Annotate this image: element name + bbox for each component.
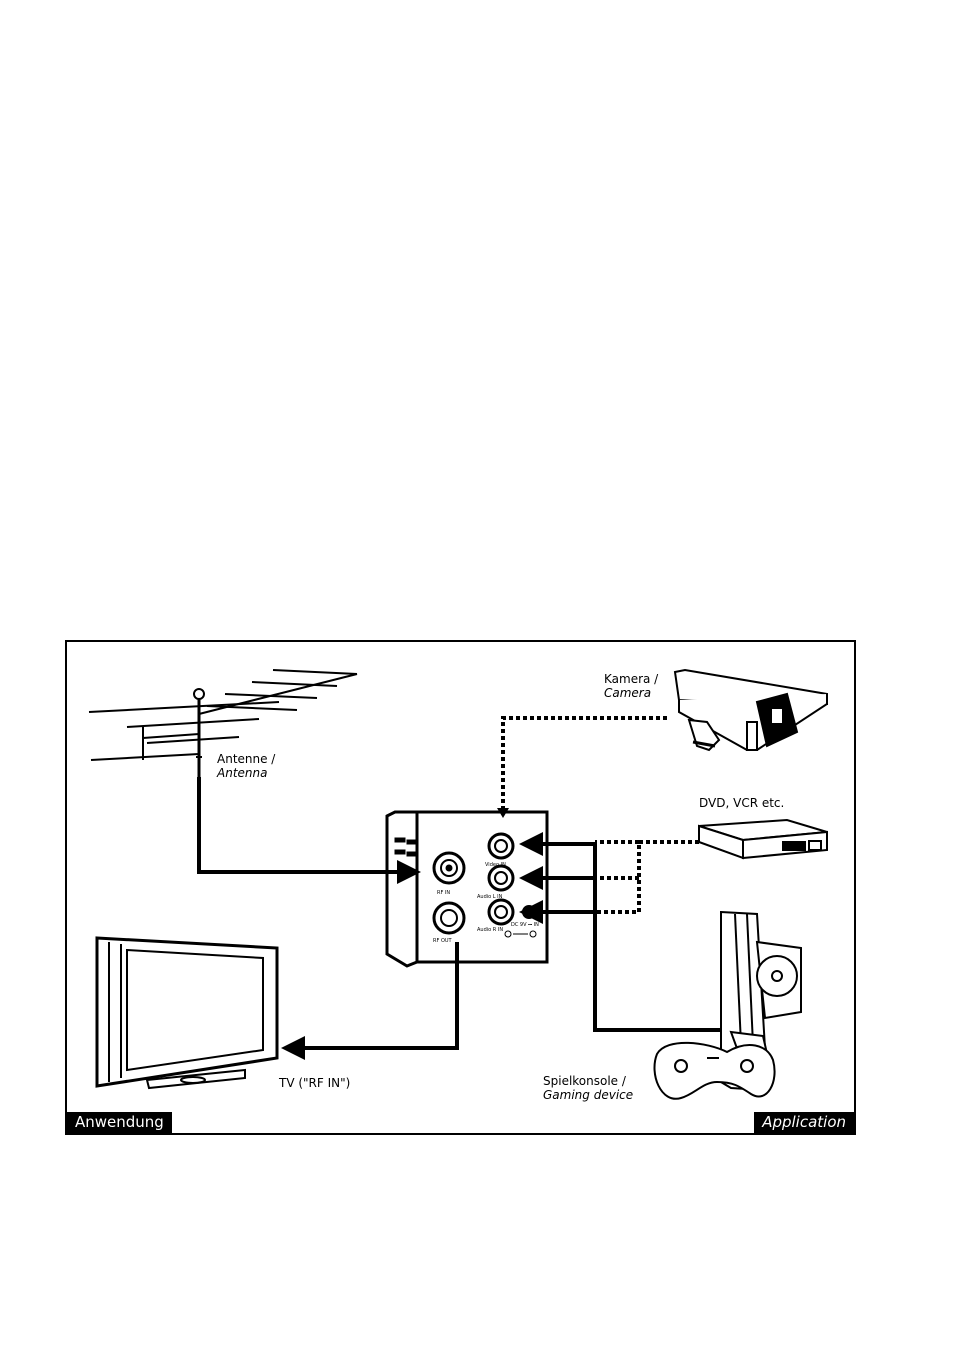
dvd-label-text: DVD, VCR etc.: [699, 796, 785, 810]
cable-antenna-to-rf-in: [197, 777, 421, 884]
footer-tag-anwendung: Anwendung: [67, 1112, 172, 1133]
modulator-box-icon: [385, 810, 549, 968]
dvd-label: DVD, VCR etc.: [699, 796, 784, 810]
dvd-player-icon: [698, 818, 828, 860]
antenna-label: Antenne / Antenna: [217, 752, 275, 780]
camera-icon: [673, 668, 828, 752]
cable-camera-to-video-in: [501, 716, 667, 808]
antenna-label-de: Antenne /: [217, 752, 276, 766]
camera-label-en: Camera: [604, 686, 652, 700]
tv-icon: [95, 936, 279, 1090]
diagram-drawing: RF IN RF OUT Video IN Audio L IN Audio R…: [88, 668, 828, 1100]
tv-label-text: TV ("RF IN"): [279, 1076, 351, 1090]
console-label-de: Spielkonsole /: [543, 1074, 626, 1088]
cable-rf-out-to-tv: [281, 942, 459, 1060]
console-label: Spielkonsole / Gaming device: [543, 1074, 633, 1102]
port-label-video-in: Video IN: [485, 862, 506, 868]
antenna-label-en: Antenna: [217, 766, 268, 780]
camera-label-de: Kamera /: [604, 672, 659, 686]
camera-cable-arrowhead: [497, 808, 509, 818]
solid-cables: [197, 777, 721, 1060]
port-label-dc-in: DC 9V ⎓ IN: [511, 922, 539, 928]
port-label-audio-l-in: Audio L IN: [477, 894, 503, 900]
connection-diagram: RF IN RF OUT Video IN Audio L IN Audio R…: [65, 640, 856, 1135]
port-label-rf-in: RF IN: [437, 890, 450, 896]
port-label-rf-out: RF OUT: [433, 938, 453, 944]
footer-tag-application: Application: [754, 1112, 854, 1133]
antenna-icon: [88, 669, 358, 777]
camera-label: Kamera / Camera: [604, 672, 658, 700]
tv-label: TV ("RF IN"): [279, 1076, 350, 1090]
port-label-audio-r-in: Audio R IN: [477, 927, 503, 933]
dotted-cables: [501, 716, 699, 914]
cable-console-to-video-in: [519, 832, 721, 1032]
console-label-en: Gaming device: [543, 1088, 634, 1102]
gamepad-icon: [653, 1041, 776, 1100]
